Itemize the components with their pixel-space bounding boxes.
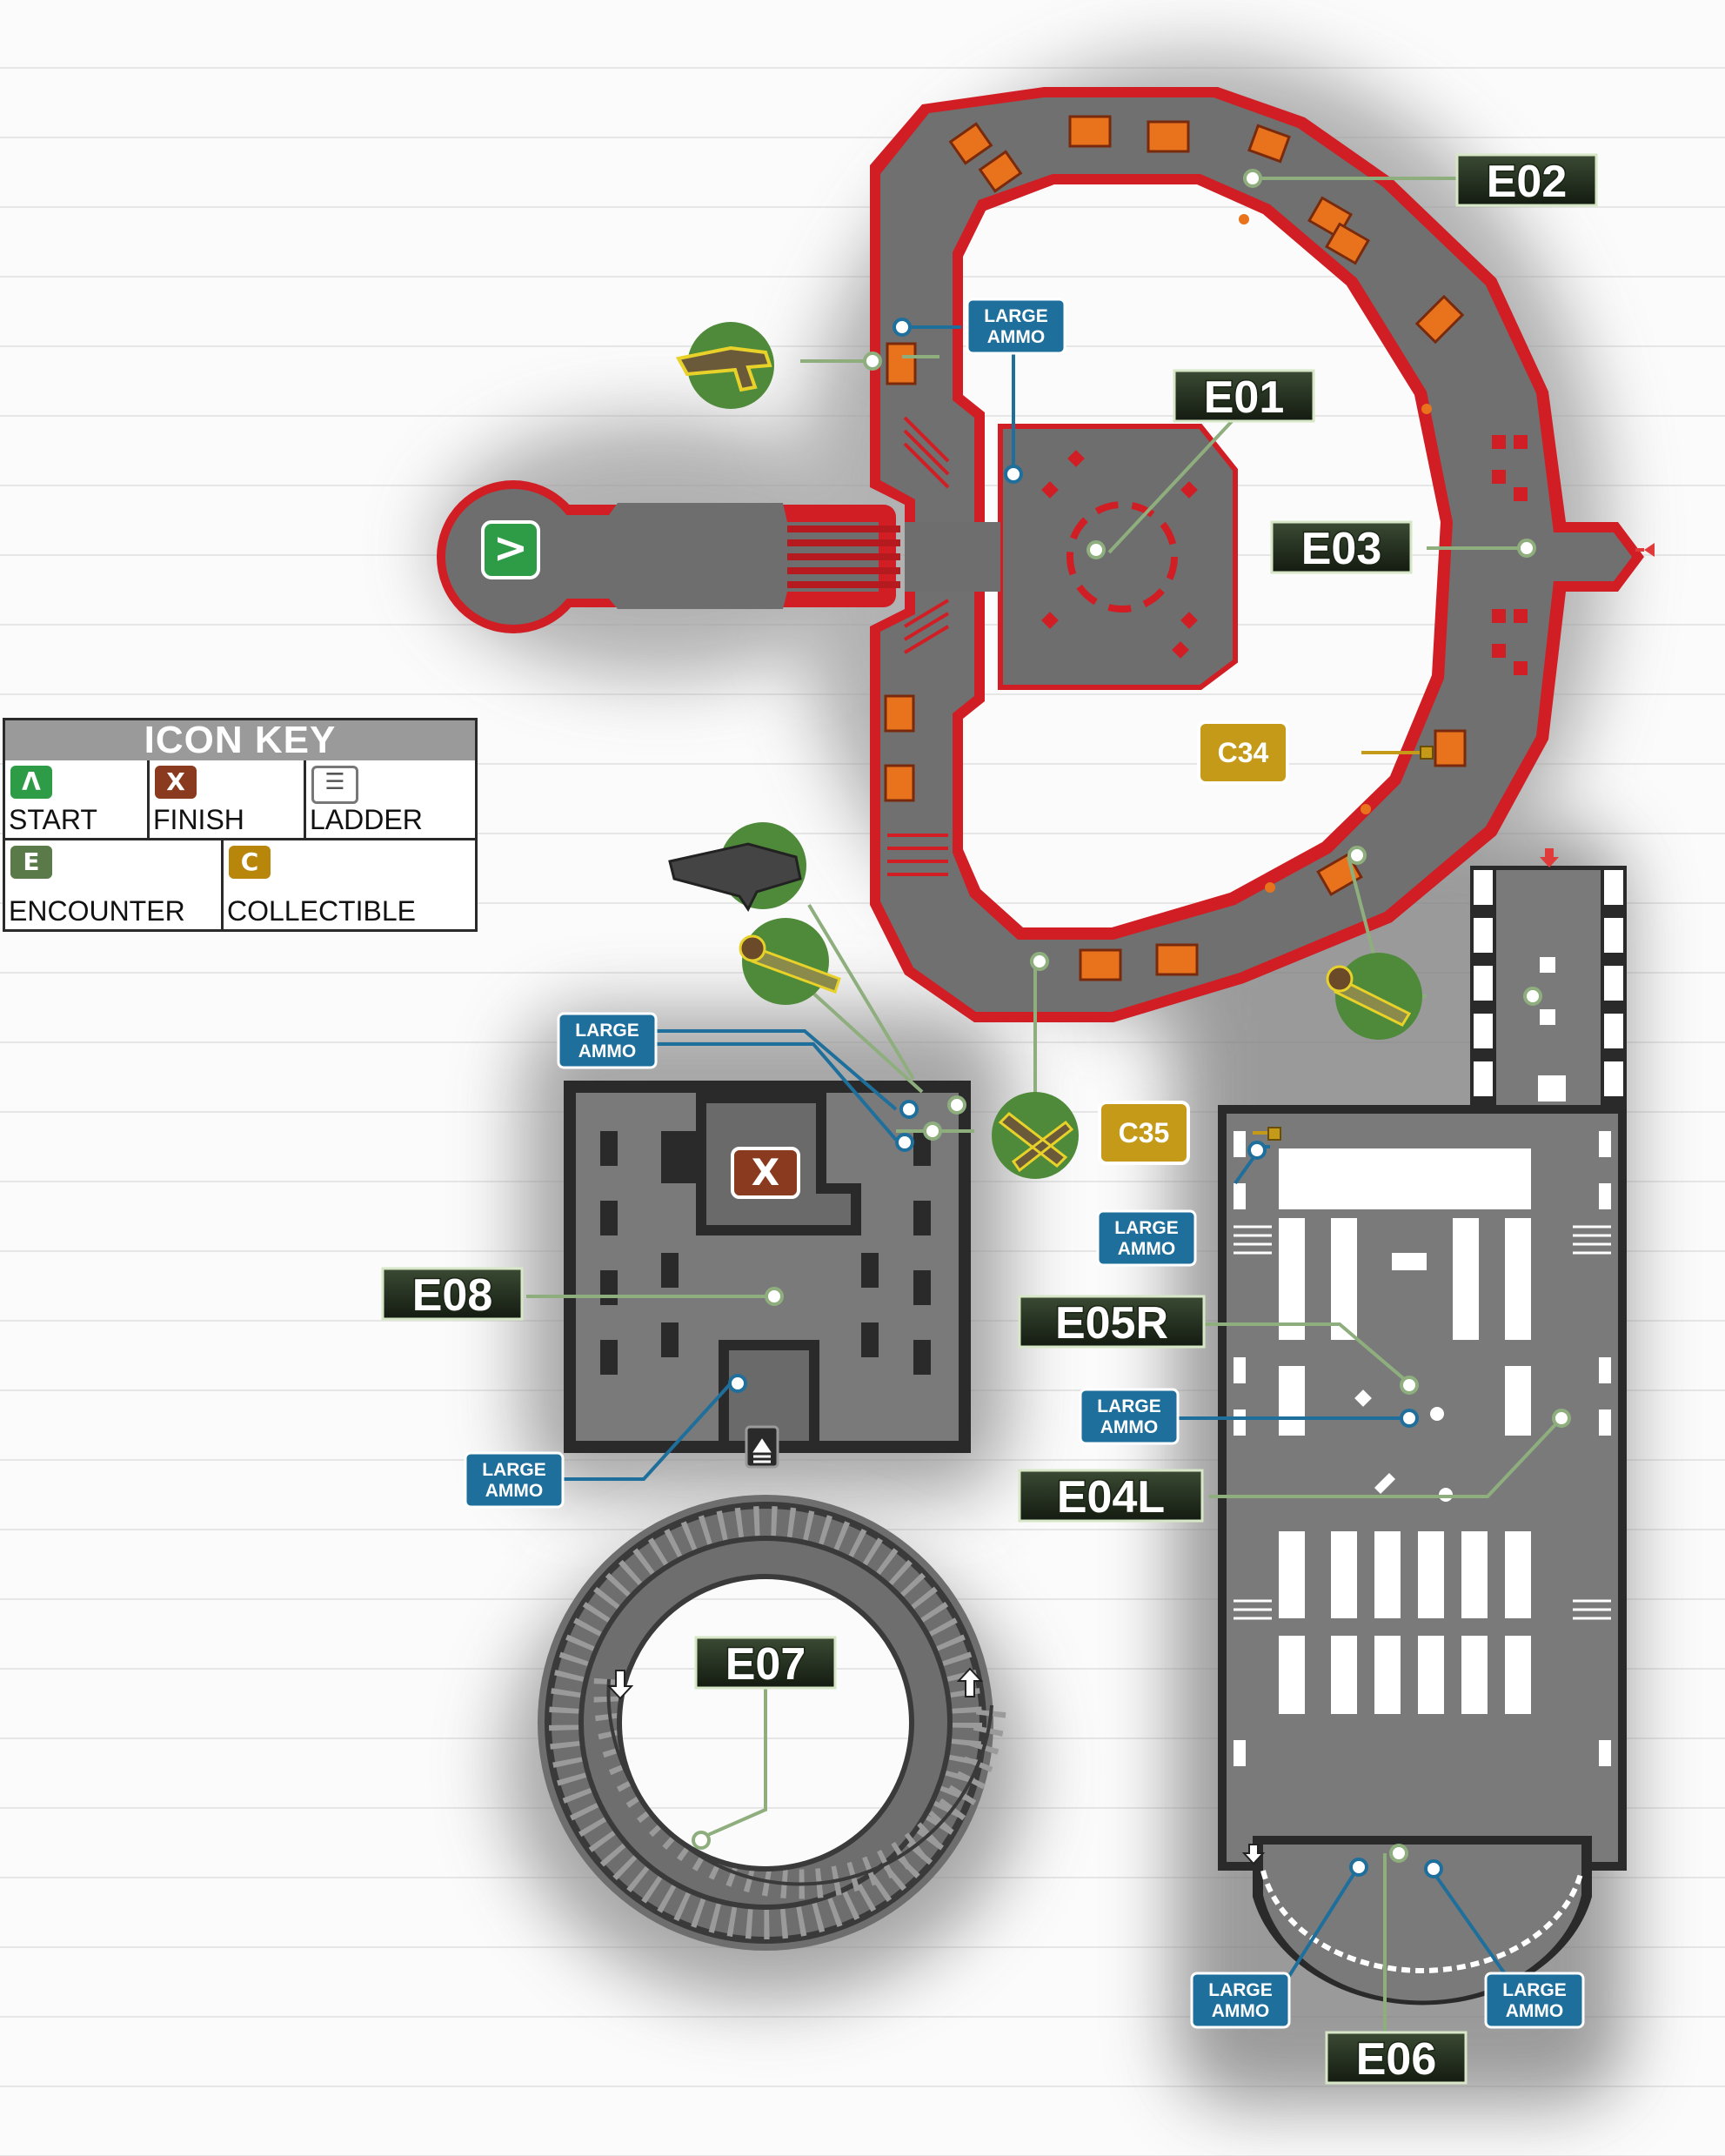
crossbow-pickup: [992, 1092, 1079, 1179]
finish-glyph: X: [752, 1151, 779, 1194]
ammo-line2: AMMO: [1212, 2001, 1270, 2021]
encounter-e03: E03: [1270, 520, 1413, 576]
encounter-labels: E02 E01 E03 E08 E05R E04L E07 E06: [381, 153, 1598, 2086]
collectible-icon: C: [229, 846, 271, 879]
ammo-line2: AMMO: [1100, 1417, 1159, 1437]
ammo-line1: LARGE: [482, 1460, 546, 1480]
grenade-pickup-2: [1326, 953, 1422, 1040]
ring-stairs: [887, 416, 950, 876]
icon-key: ICON KEY Λ START X FINISH ☰ LADDER E ENC…: [3, 718, 478, 932]
central-chamber: [998, 424, 1238, 690]
ammo-line2: AMMO: [987, 327, 1046, 347]
encounter-e08: E08: [381, 1267, 524, 1322]
chaingun-pickup: [668, 822, 806, 912]
ammo-line1: LARGE: [575, 1021, 639, 1041]
ladder-glyph: ☰: [324, 769, 345, 795]
e02-label: E02: [1487, 157, 1568, 207]
encounter-glyph: E: [23, 847, 40, 876]
key-finish: X FINISH: [150, 760, 306, 840]
finish-glyph: X: [166, 767, 185, 796]
pistol-icon: [675, 345, 772, 392]
e04l-label: E04L: [1057, 1472, 1165, 1523]
ammo-line2: AMMO: [578, 1041, 637, 1061]
ammo-line2: AMMO: [1118, 1239, 1176, 1259]
encounter-e02: E02: [1455, 153, 1598, 209]
ammo-line2: AMMO: [1506, 2001, 1564, 2021]
ammo-label-e06-left: LARGE AMMO: [1190, 1972, 1291, 2029]
key-start: Λ START: [5, 760, 150, 840]
c34-label: C34: [1218, 737, 1269, 768]
c35-label: C35: [1119, 1117, 1170, 1148]
pistol-pickup: [675, 322, 774, 409]
key-finish-label: FINISH: [153, 804, 244, 835]
e05r-label: E05R: [1055, 1298, 1168, 1349]
ammo-line1: LARGE: [1114, 1218, 1179, 1238]
ammo-line1: LARGE: [1097, 1396, 1161, 1416]
key-encounter: E ENCOUNTER: [5, 840, 224, 929]
key-collectible-label: COLLECTIBLE: [227, 895, 416, 927]
crates: [884, 115, 1467, 981]
key-start-label: START: [9, 804, 97, 835]
ammo-label-cathedral-mid: LARGE AMMO: [1079, 1388, 1180, 1445]
e06-label: E06: [1356, 2034, 1437, 2085]
collectible-c35: C35: [1098, 1101, 1190, 1165]
start-glyph: >: [493, 524, 528, 572]
ladder-icon: ☰: [311, 766, 358, 804]
encounter-e04l: E04L: [1018, 1469, 1204, 1524]
encounter-e05r: E05R: [1018, 1295, 1206, 1350]
finish-marker: X: [731, 1147, 800, 1199]
encounter-icon: E: [10, 846, 52, 879]
ammo-line1: LARGE: [1502, 1980, 1567, 2000]
crossbow-icon: [998, 1112, 1074, 1173]
e03-label: E03: [1301, 524, 1382, 574]
chaingun-icon: [668, 842, 802, 912]
connector-lines: [522, 177, 1563, 2034]
ring-pillars: [1239, 214, 1528, 893]
ammo-line1: LARGE: [1208, 1980, 1273, 2000]
cathedral-openings: [1234, 1131, 1611, 1766]
encounter-e01: E01: [1173, 369, 1315, 425]
weapon-pickups: [668, 322, 1422, 1179]
e01-label: E01: [1204, 372, 1285, 423]
ammo-label-cathedral-top: LARGE AMMO: [1096, 1209, 1197, 1267]
key-ladder: ☰ LADDER: [306, 760, 475, 840]
cathedral-stairs: [1234, 1225, 1611, 1620]
ammo-line1: LARGE: [984, 306, 1048, 326]
central-ring-marks: [1041, 450, 1198, 659]
start-marker: >: [481, 520, 540, 579]
ammo-labels: LARGE AMMO LARGE AMMO LARGE AMMO LARGE A…: [464, 298, 1585, 2029]
collectible-c34: C34: [1197, 720, 1289, 785]
ammo-label-e06-right: LARGE AMMO: [1484, 1972, 1585, 2029]
connector-nodes: [692, 169, 1571, 1878]
key-collectible: C COLLECTIBLE: [224, 840, 475, 929]
key-ladder-label: LADDER: [310, 804, 423, 835]
ammo-label-finish: LARGE AMMO: [464, 1451, 565, 1509]
grenade-pickup-1: [739, 918, 841, 1005]
key-encounter-label: ENCOUNTER: [9, 895, 185, 927]
collectible-labels: C34 C35: [1098, 720, 1289, 1165]
cathedral-building: [1218, 543, 1655, 2005]
start-icon: Λ: [10, 766, 52, 799]
finish-icon: X: [155, 766, 197, 799]
icon-key-title: ICON KEY: [5, 720, 475, 760]
collectible-glyph: C: [240, 847, 259, 876]
encounter-e07: E07: [694, 1636, 837, 1691]
e08-label: E08: [412, 1270, 493, 1321]
start-glyph: Λ: [22, 767, 41, 796]
e07-label: E07: [725, 1639, 806, 1690]
ammo-label-north: LARGE AMMO: [557, 1012, 658, 1069]
ammo-line2: AMMO: [485, 1481, 544, 1501]
ammo-label-ring: LARGE AMMO: [966, 298, 1066, 355]
encounter-e06: E06: [1325, 2031, 1468, 2086]
